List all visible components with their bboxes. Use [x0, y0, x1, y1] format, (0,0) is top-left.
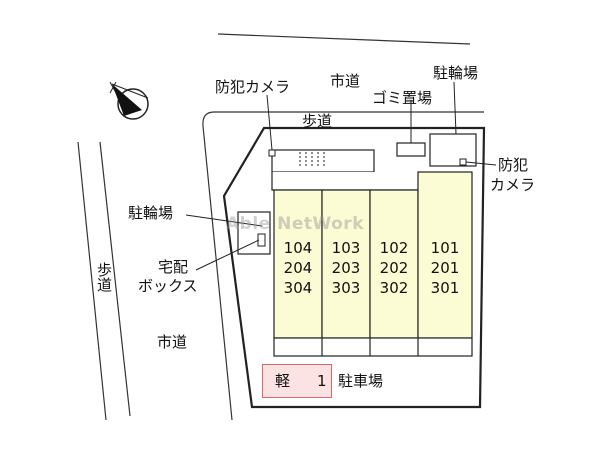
- unit-block-101: [417, 171, 473, 339]
- sidewalk-left-label: 歩道: [95, 262, 113, 292]
- north-arrow-icon: [109, 81, 149, 120]
- unit-number: 103: [331, 239, 361, 257]
- unit-column-103: 103 203 303: [323, 238, 369, 298]
- security-camera-right-label-line2: カメラ: [490, 176, 536, 194]
- road-edge-left-outer: [77, 141, 107, 421]
- balcony-strip: [273, 337, 473, 357]
- building-corridor: [271, 172, 433, 191]
- delivery-box-label-line2: ボックス: [138, 277, 198, 295]
- bicycle-parking-left-label: 駐輪場: [128, 204, 174, 222]
- unit-number: 102: [379, 239, 409, 257]
- unit-column-102: 102 202 302: [371, 238, 417, 298]
- unit-number: 303: [331, 279, 361, 297]
- sidewalk-boundary: [202, 111, 484, 421]
- city-road-top-label: 市道: [330, 72, 361, 90]
- unit-number: 204: [283, 259, 313, 277]
- garbage-area-box: [396, 142, 426, 157]
- unit-number: 101: [430, 239, 460, 257]
- road-edge-left-inner: [99, 141, 131, 417]
- unit-column-101: 101 201 301: [422, 238, 468, 298]
- parking-space-type: 軽: [275, 372, 291, 390]
- unit-number: 301: [430, 279, 460, 297]
- security-camera-right-icon: [459, 158, 467, 166]
- building-units: [273, 171, 473, 357]
- delivery-box-icon: [257, 233, 266, 247]
- garbage-area-label: ゴミ置場: [372, 89, 433, 107]
- city-road-left-label: 市道: [157, 333, 188, 351]
- watermark: Able NetWork: [226, 214, 364, 234]
- unit-number: 202: [379, 259, 409, 277]
- bicycle-parking-right-box: [429, 133, 477, 167]
- parking-space-number: 1: [317, 372, 327, 390]
- security-camera-top-icon: [268, 149, 276, 157]
- security-camera-top-label: 防犯カメラ: [215, 78, 291, 96]
- unit-number: 201: [430, 259, 460, 277]
- parking-label: 駐車場: [338, 372, 384, 390]
- unit-number: 203: [331, 259, 361, 277]
- parking-space: 軽 1: [262, 364, 332, 398]
- unit-number: 104: [283, 239, 313, 257]
- sidewalk-top-label: 歩道: [302, 112, 333, 130]
- building-stair-block: [271, 149, 375, 173]
- road-edge-top: [217, 33, 471, 45]
- unit-column-104: 104 204 304: [275, 238, 321, 298]
- unit-number: 304: [283, 279, 313, 297]
- unit-number: 302: [379, 279, 409, 297]
- bicycle-parking-right-label: 駐輪場: [433, 64, 479, 82]
- security-camera-right-label-line1: 防犯: [498, 156, 529, 174]
- delivery-box-label-line1: 宅配: [158, 258, 189, 276]
